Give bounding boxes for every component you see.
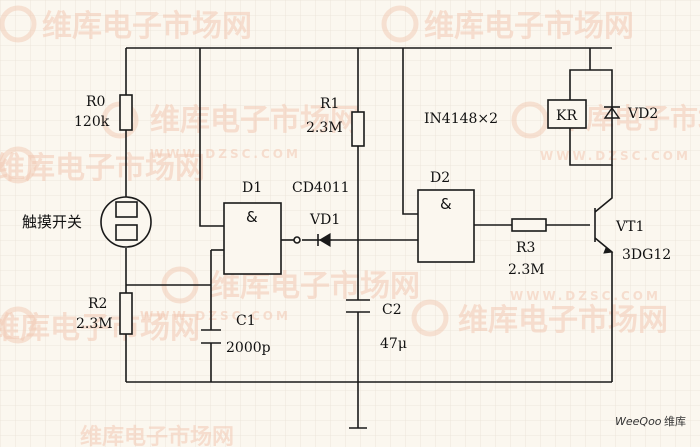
label-c1-value: 2000p [226,340,271,356]
label-c2-value: 47μ [380,336,407,352]
label-c1: C1 [236,313,256,329]
watermark-logo-icon [0,306,37,344]
capacitor-c2 [346,299,370,313]
label-r3: R3 [516,240,535,256]
label-kr: KR [556,108,577,124]
watermark-site-1: WWW.DZSC.COM [150,147,301,161]
label-d2: D2 [430,170,450,186]
transistor-emitter-arrow [603,247,614,254]
touch-pad-lower [115,224,138,241]
label-c2: C2 [382,302,402,318]
watermark-brand-2: 维库电子市场网 [424,9,634,44]
touch-pad-upper [115,201,138,218]
label-r1: R1 [320,96,339,112]
touch-switch [100,196,152,248]
relay-coil [547,99,587,129]
wires [125,47,613,429]
touch-switch-ring [100,196,152,248]
label-r0-value: 120k [74,114,110,130]
label-vd2: VD2 [627,106,658,122]
watermark-brand-4: 维库电子市场网 [0,151,205,186]
wire-collector [594,165,613,213]
watermark-brand-6: 维库电子市场网 [210,269,420,304]
labels: R0 120k R1 2.3M IN4148×2 D1 CD4011 D2 触摸… [22,94,671,356]
label-r3-value: 2.3M [508,262,545,278]
label-vt1: VT1 [615,219,644,235]
resistor-r2 [119,292,133,335]
label-diode-note: IN4148×2 [424,111,498,127]
watermark-brand-9: 维库电子市场网 [80,424,234,447]
footer-brand-suffix: 维库 [664,415,686,428]
watermark-logo-icon [0,5,37,43]
label-r2: R2 [88,296,107,312]
capacitor-c1 [201,329,221,344]
label-chip: CD4011 [292,180,350,196]
watermark-logo-icon [0,146,37,184]
label-d1: D1 [242,180,262,196]
watermark-brand-8: 维库电子市场网 [458,303,668,338]
gate-d2-symbol: & [440,195,452,213]
label-vd1: VD1 [309,212,340,228]
watermark-brand-3: 维库电子市场网 [150,103,360,138]
resistor-r0 [119,94,133,131]
diode-vd2 [603,106,621,119]
gate-d1-body [223,202,282,275]
transistor-vt1 [594,208,614,254]
watermark-brand-1: 维库电子市场网 [42,9,252,44]
resistor-r3 [511,218,547,232]
resistor-r1 [351,111,365,147]
gate-d1-symbol: & [246,208,258,226]
label-r0: R0 [86,94,105,110]
nand-gate-d1: & [223,202,301,275]
watermark-logo-icon [411,299,449,337]
diode-vd1-triangle [318,232,331,248]
watermark-logo-icon [511,101,549,139]
label-touch-switch: 触摸开关 [22,213,82,231]
label-vt1-value: 3DG12 [622,247,671,263]
watermark-site-3: WWW.DZSC.COM [140,309,291,323]
gate-d2-body [417,189,475,263]
nand-gate-d2: & [417,189,475,263]
label-r2-value: 2.3M [76,316,113,332]
watermark-logo-icon [381,5,419,43]
watermark-brand-7: 维库电子市场网 [0,311,200,346]
diode-vd2-triangle [603,106,621,119]
wire-d2-input-a [402,48,418,215]
gate-d1-output-bubble [293,236,301,244]
watermark-site-2: WWW.DZSC.COM [540,149,691,163]
footer-brand-text: WeeQoo [615,415,662,428]
footer-brand: WeeQoo 维库 [615,415,686,428]
diode-vd1 [316,232,332,248]
relay-frame [569,69,613,166]
relay-kr [547,99,587,129]
label-r1-value: 2.3M [306,120,343,136]
watermark-site-4: WWW.DZSC.COM [510,289,661,303]
wire-gate-input-a [199,48,224,227]
